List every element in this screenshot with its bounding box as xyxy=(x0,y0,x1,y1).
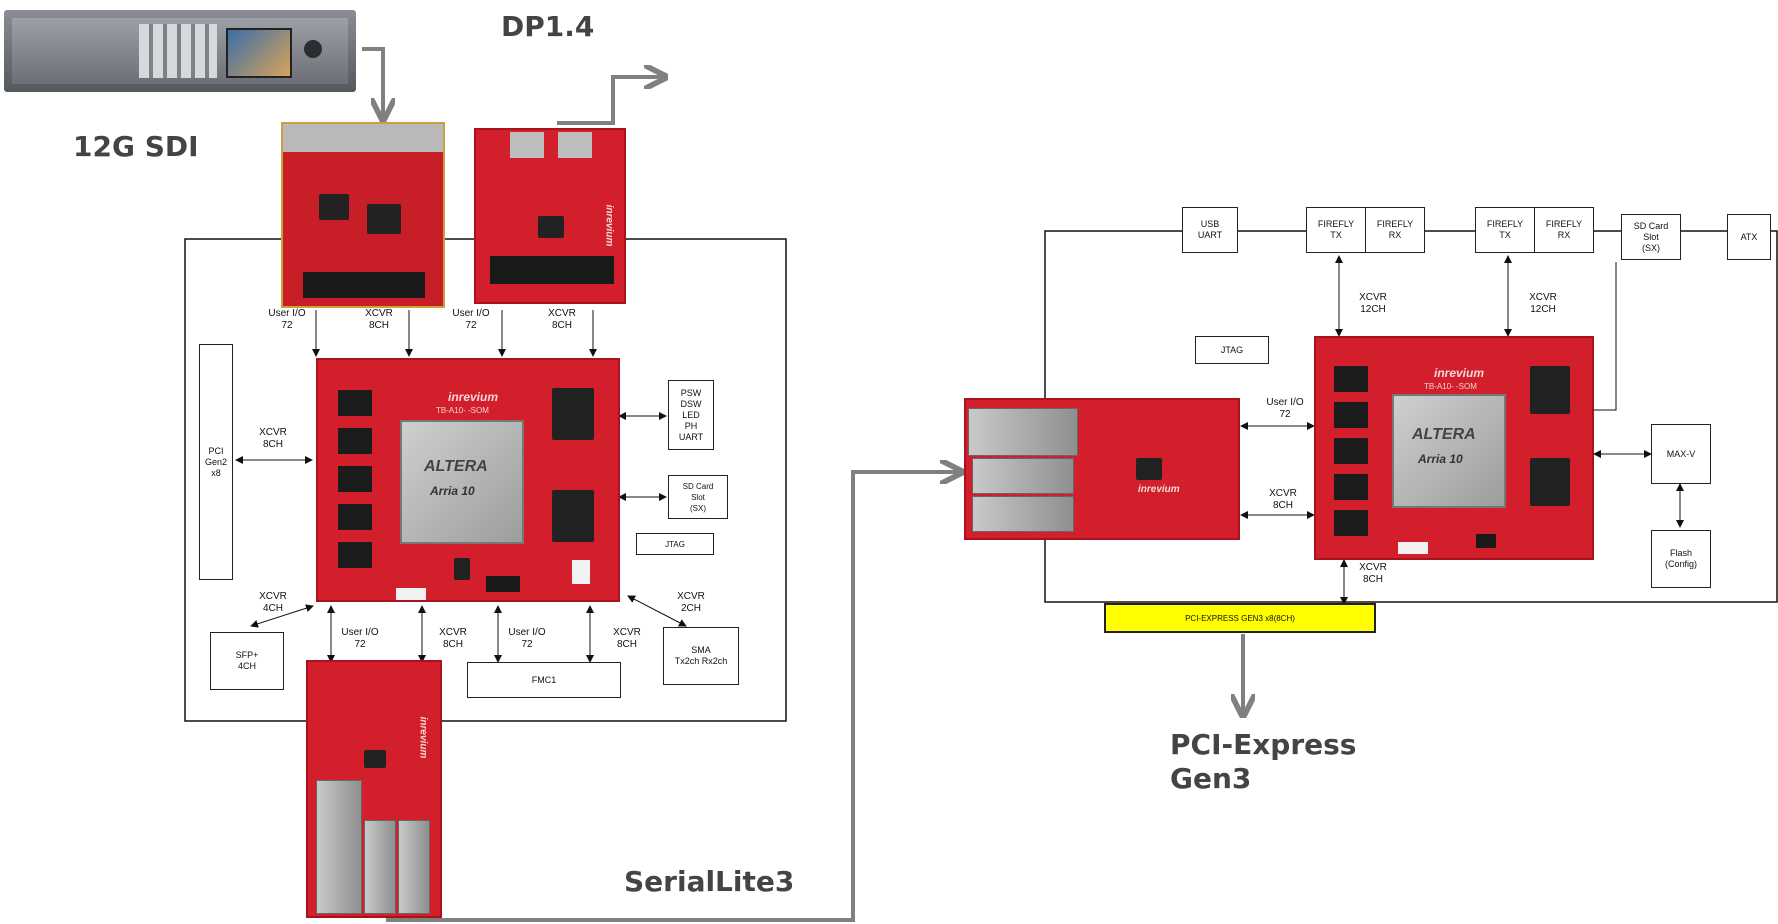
psw-dsw-led-box: PSW DSW LED PH UART xyxy=(668,380,714,450)
label-user-io-72-c: User I/O 72 xyxy=(341,627,379,650)
fpga-chip-left: ALTERA Arria 10 xyxy=(400,420,524,544)
fmc1-box: FMC1 xyxy=(467,662,621,698)
label-user-io-72-b: User I/O 72 xyxy=(452,308,490,331)
label-xcvr-12ch-b: XCVR 12CH xyxy=(1529,292,1557,315)
label-xcvr-8ch-pci: XCVR 8CH xyxy=(259,427,287,450)
board-brand-left: inrevium xyxy=(448,390,499,404)
fpga-chip-right: ALTERA Arria 10 xyxy=(1392,394,1506,508)
label-xcvr-4ch: XCVR 4CH xyxy=(259,591,287,614)
heading-seriallite3: SerialLite3 xyxy=(624,865,795,898)
sma-box: SMA Tx2ch Rx2ch xyxy=(663,627,739,685)
sdi-fmc-card xyxy=(281,122,445,308)
label-xcvr-2ch: XCVR 2CH xyxy=(677,591,705,614)
label-xcvr-12ch-a: XCVR 12CH xyxy=(1359,292,1387,315)
sd-card-slot-box-left: SD Card Slot (SX) xyxy=(668,475,728,519)
sfp-4ch-box: SFP+ 4CH xyxy=(210,632,284,690)
pcie-gen3-bar: PCI-EXPRESS GEN3 x8(8CH) xyxy=(1104,603,1376,633)
video-router-device xyxy=(4,10,356,92)
board-som-left: TB-A10- -SOM xyxy=(436,406,489,415)
label-xcvr-8ch-bottom: XCVR 8CH xyxy=(1359,562,1387,585)
dp-card-brand: inrevium xyxy=(603,204,615,247)
firefly-rx-box-1: FIREFLY RX xyxy=(1365,207,1425,253)
heading-12g-sdi: 12G SDI xyxy=(73,130,199,163)
fpga-family-left: Arria 10 xyxy=(430,484,475,498)
firefly-tx-box-1: FIREFLY TX xyxy=(1306,207,1366,253)
label-xcvr-8ch-right: XCVR 8CH xyxy=(1269,488,1297,511)
sfp-fmc-card: inrevium xyxy=(306,660,442,918)
heading-dp14: DP1.4 xyxy=(501,10,595,43)
sdi-arrow xyxy=(362,47,383,118)
board-som-right: TB-A10- -SOM xyxy=(1424,382,1477,391)
som-board-right: ALTERA Arria 10 inrevium TB-A10- -SOM xyxy=(1314,336,1594,560)
dp-fmc-card: inrevium xyxy=(474,128,626,304)
jtag-box-left: JTAG xyxy=(636,533,714,555)
dp-arrow xyxy=(557,77,664,125)
max-v-box: MAX-V xyxy=(1651,424,1711,484)
jtag-box-right: JTAG xyxy=(1195,336,1269,364)
seriallite-arrow xyxy=(386,472,960,922)
heading-pci-express-gen3: PCI-Express Gen3 xyxy=(1170,728,1357,795)
sfp-card-right: inrevium xyxy=(964,398,1240,540)
sd-card-slot-box-right: SD Card Slot (SX) xyxy=(1621,214,1681,260)
sfp-card-brand: inrevium xyxy=(417,716,429,759)
board-brand-right: inrevium xyxy=(1434,366,1485,380)
sfp-right-brand: inrevium xyxy=(1138,484,1180,495)
firefly-rx-box-2: FIREFLY RX xyxy=(1534,207,1594,253)
label-xcvr-8ch-d: XCVR 8CH xyxy=(613,627,641,650)
firefly-tx-box-2: FIREFLY TX xyxy=(1475,207,1535,253)
label-xcvr-8ch-a: XCVR 8CH xyxy=(365,308,393,331)
atx-box: ATX xyxy=(1727,214,1771,260)
fpga-vendor-left: ALTERA xyxy=(424,458,488,475)
som-board-left: ALTERA Arria 10 inrevium TB-A10- -SOM xyxy=(316,358,620,602)
fpga-family-right: Arria 10 xyxy=(1418,452,1463,466)
flash-config-box: Flash (Config) xyxy=(1651,530,1711,588)
fpga-vendor-right: ALTERA xyxy=(1412,426,1476,443)
label-xcvr-8ch-b: XCVR 8CH xyxy=(548,308,576,331)
label-user-io-72-right: User I/O 72 xyxy=(1266,397,1304,420)
label-user-io-72-a: User I/O 72 xyxy=(268,308,306,331)
pci-gen2-x8-box: PCI Gen2 x8 xyxy=(199,344,233,580)
usb-uart-box: USB UART xyxy=(1182,207,1238,253)
label-xcvr-8ch-c: XCVR 8CH xyxy=(439,627,467,650)
label-user-io-72-d: User I/O 72 xyxy=(508,627,546,650)
